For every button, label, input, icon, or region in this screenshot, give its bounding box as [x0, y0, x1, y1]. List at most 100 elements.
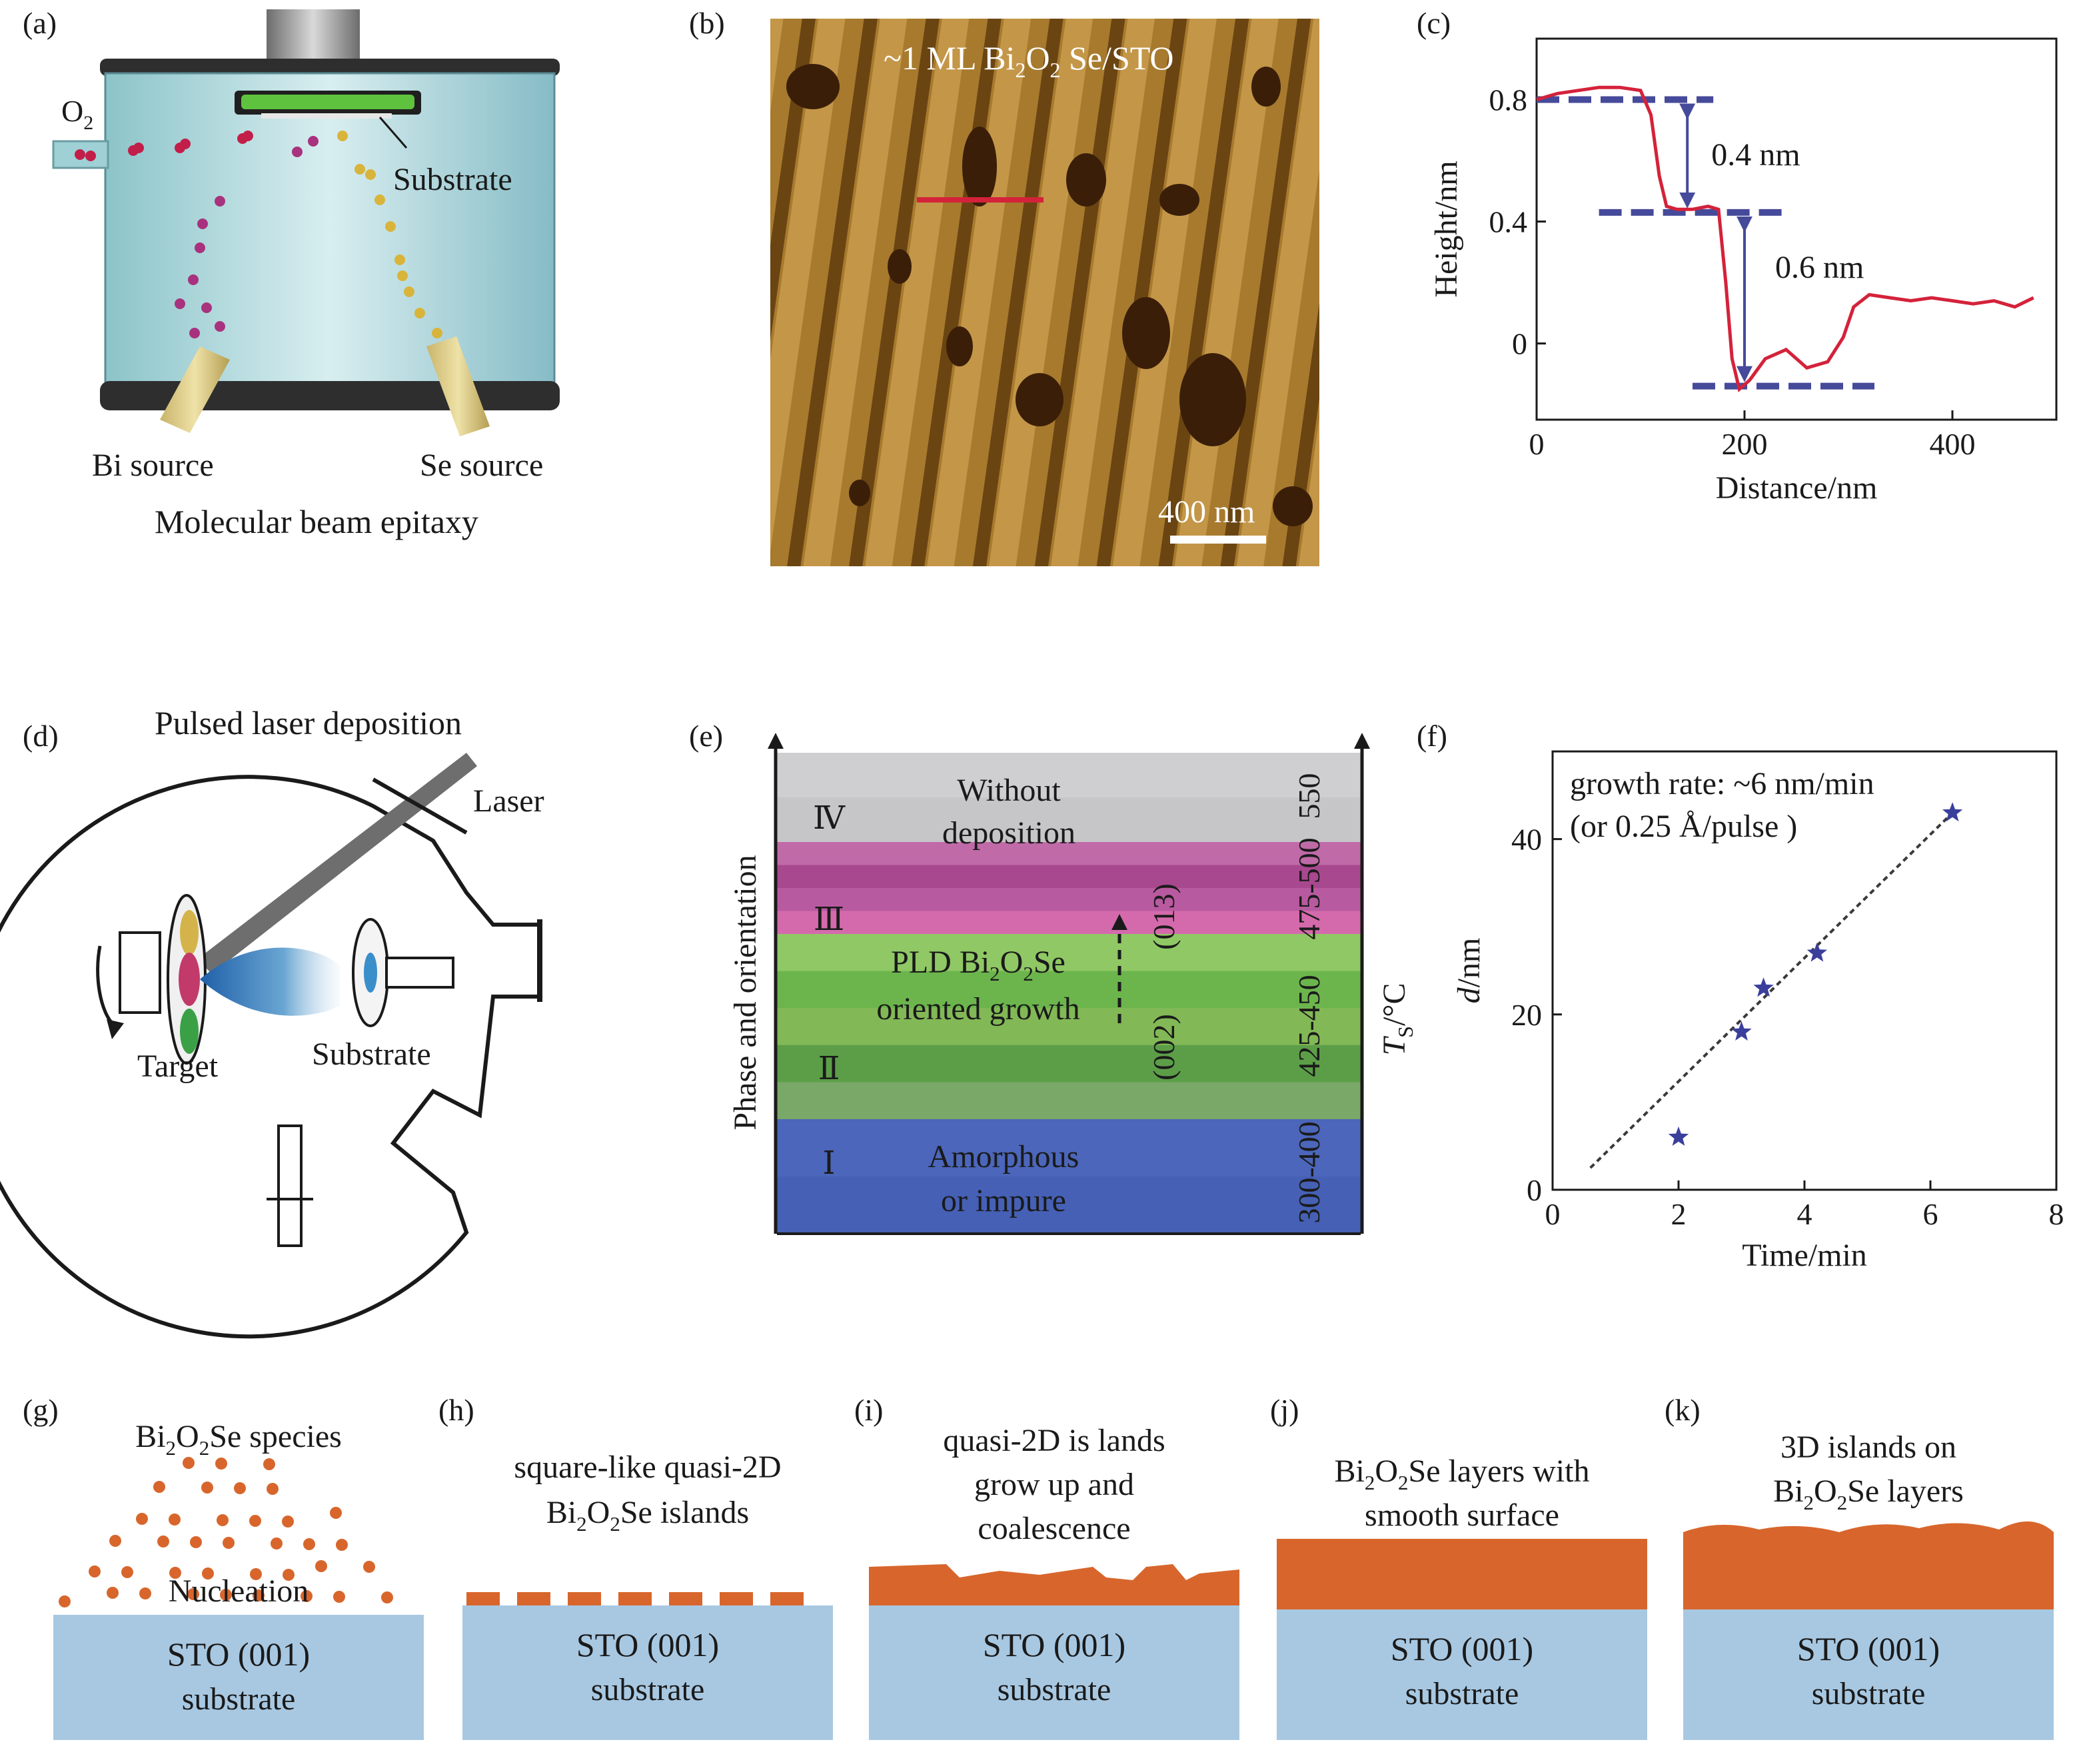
title-g-part-4: Se species [209, 1419, 342, 1454]
step-label-2: 0.6 nm [1775, 250, 1864, 285]
afm-defect-11 [849, 480, 870, 506]
panel-e-label: (e) [689, 719, 723, 753]
mbe-chamber [104, 72, 556, 388]
substrate-heater [241, 95, 414, 109]
afm-scalebar [1170, 536, 1266, 544]
data-point-star-4 [1942, 802, 1963, 822]
species-particle-16 [363, 1561, 375, 1573]
panel-b-label: (b) [689, 6, 725, 40]
panel-k-label: (k) [1665, 1393, 1701, 1427]
species-particle-33 [267, 1483, 279, 1495]
afm-defects [786, 64, 1313, 526]
zone-3-band-3 [777, 1045, 1361, 1083]
substrate-text-2-i: substrate [998, 1672, 1111, 1707]
zone-roman-1: Ⅳ [813, 801, 846, 836]
species-particle-20 [223, 1537, 235, 1549]
title-h-2-part-2: O [587, 1495, 610, 1530]
substrate-text-2-h: substrate [591, 1672, 705, 1707]
species-particle-17 [109, 1535, 121, 1547]
species-particle-6 [301, 1590, 313, 1602]
species-particle-31 [201, 1482, 213, 1494]
panel-a-caption: Molecular beam epitaxy [155, 503, 478, 540]
zone-3-band-0 [777, 934, 1361, 972]
x-tick-label-f-1: 2 [1671, 1197, 1687, 1231]
title-k-2-part-0: Bi [1773, 1474, 1803, 1509]
zone-2-band-1 [777, 865, 1361, 889]
title-i-2: grow up and [974, 1467, 1134, 1502]
bi-source-label: Bi source [92, 448, 214, 483]
mbe-particle-22 [385, 221, 396, 232]
right-axis-title-part-1: S [1393, 1026, 1417, 1038]
zone-roman-3: Ⅱ [818, 1051, 840, 1087]
mbe-particle-21 [374, 195, 385, 205]
title-k-2: Bi2O2Se layers [1773, 1474, 1964, 1514]
pld-growth-text-1-part-1: 2 [990, 962, 1000, 985]
x-tick-label-f-3: 6 [1923, 1197, 1938, 1231]
y-axis-title-f-part-0: d [1451, 987, 1487, 1003]
pld-substrate-rod [385, 957, 454, 989]
zone-temp-3: 425-450 [1292, 975, 1326, 1077]
mbe-particle-7 [243, 131, 253, 141]
afm-defect-1 [962, 127, 997, 207]
mbe-lid [100, 59, 560, 76]
afm-defect-7 [1016, 373, 1063, 426]
title-h-1: square-like quasi-2D [514, 1450, 781, 1485]
panel-c-label: (c) [1417, 6, 1451, 40]
title-g: Bi2O2Se species [135, 1419, 342, 1460]
species-particle-18 [157, 1536, 169, 1547]
zone-4-text-2: deposition [942, 815, 1075, 851]
panel-a: (a) O2 Substrate Bi source Se source Mol… [23, 6, 560, 540]
mbe-particle-20 [365, 169, 376, 180]
mbe-particle-12 [175, 298, 185, 309]
orientation-013: (013) [1147, 883, 1181, 950]
substrate-block-i [869, 1605, 1239, 1740]
species-particle-28 [282, 1516, 294, 1528]
island-3 [618, 1592, 652, 1605]
title-j-1-part-4: Se layers with [1409, 1454, 1590, 1489]
title-h-2-part-0: Bi [546, 1495, 576, 1530]
target-rotator [119, 931, 161, 1014]
step-label-1: 0.4 nm [1711, 137, 1800, 173]
mbe-particle-24 [404, 286, 414, 297]
growth-rate-annotation-2: (or 0.25 Å/pulse ) [1570, 809, 1797, 844]
pld-growth-text-1-part-4: Se [1034, 945, 1065, 980]
x-tick-label-f-4: 8 [2049, 1197, 2064, 1231]
y-tick-label-f-0: 0 [1527, 1173, 1542, 1207]
right-axis-title: TS/°C [1377, 983, 1417, 1055]
title-h-2-part-1: 2 [576, 1512, 587, 1536]
title-h-2: Bi2O2Se islands [546, 1495, 749, 1536]
orientation-002: (002) [1147, 1014, 1181, 1081]
substrate-text-1-i: STO (001) [983, 1626, 1125, 1663]
target-green [180, 1009, 199, 1054]
target-gold [180, 910, 199, 955]
species-particle-5 [253, 1589, 265, 1601]
species-particle-15 [315, 1560, 327, 1572]
substrate-label-a: Substrate [393, 162, 512, 197]
data-point-star-2 [1753, 977, 1774, 997]
mbe-particle-25 [414, 308, 425, 318]
zone-4-band-0 [777, 1119, 1361, 1177]
species-particle-11 [169, 1567, 181, 1579]
panel-d-caption: Pulsed laser deposition [155, 704, 462, 741]
species-particle-21 [271, 1538, 283, 1549]
right-axis-title-part-2: /°C [1377, 983, 1412, 1026]
afm-defect-2 [1066, 153, 1106, 207]
right-axis-title-part-0: T [1377, 1036, 1412, 1056]
island-5 [720, 1592, 753, 1605]
panel-a-label: (a) [23, 6, 57, 40]
mbe-particle-14 [201, 302, 212, 313]
plasma-plume [200, 947, 340, 1016]
species-particle-3 [187, 1588, 199, 1600]
mbe-particle-13 [215, 321, 225, 332]
substrate-text-1-h: STO (001) [576, 1626, 719, 1663]
afm-defect-10 [1273, 486, 1313, 526]
species-particle-1 [107, 1587, 119, 1599]
laser-label: Laser [473, 783, 544, 819]
species-particle-19 [190, 1536, 202, 1548]
mbe-particle-8 [215, 196, 225, 207]
x-axis-title-c: Distance/nm [1716, 470, 1878, 506]
